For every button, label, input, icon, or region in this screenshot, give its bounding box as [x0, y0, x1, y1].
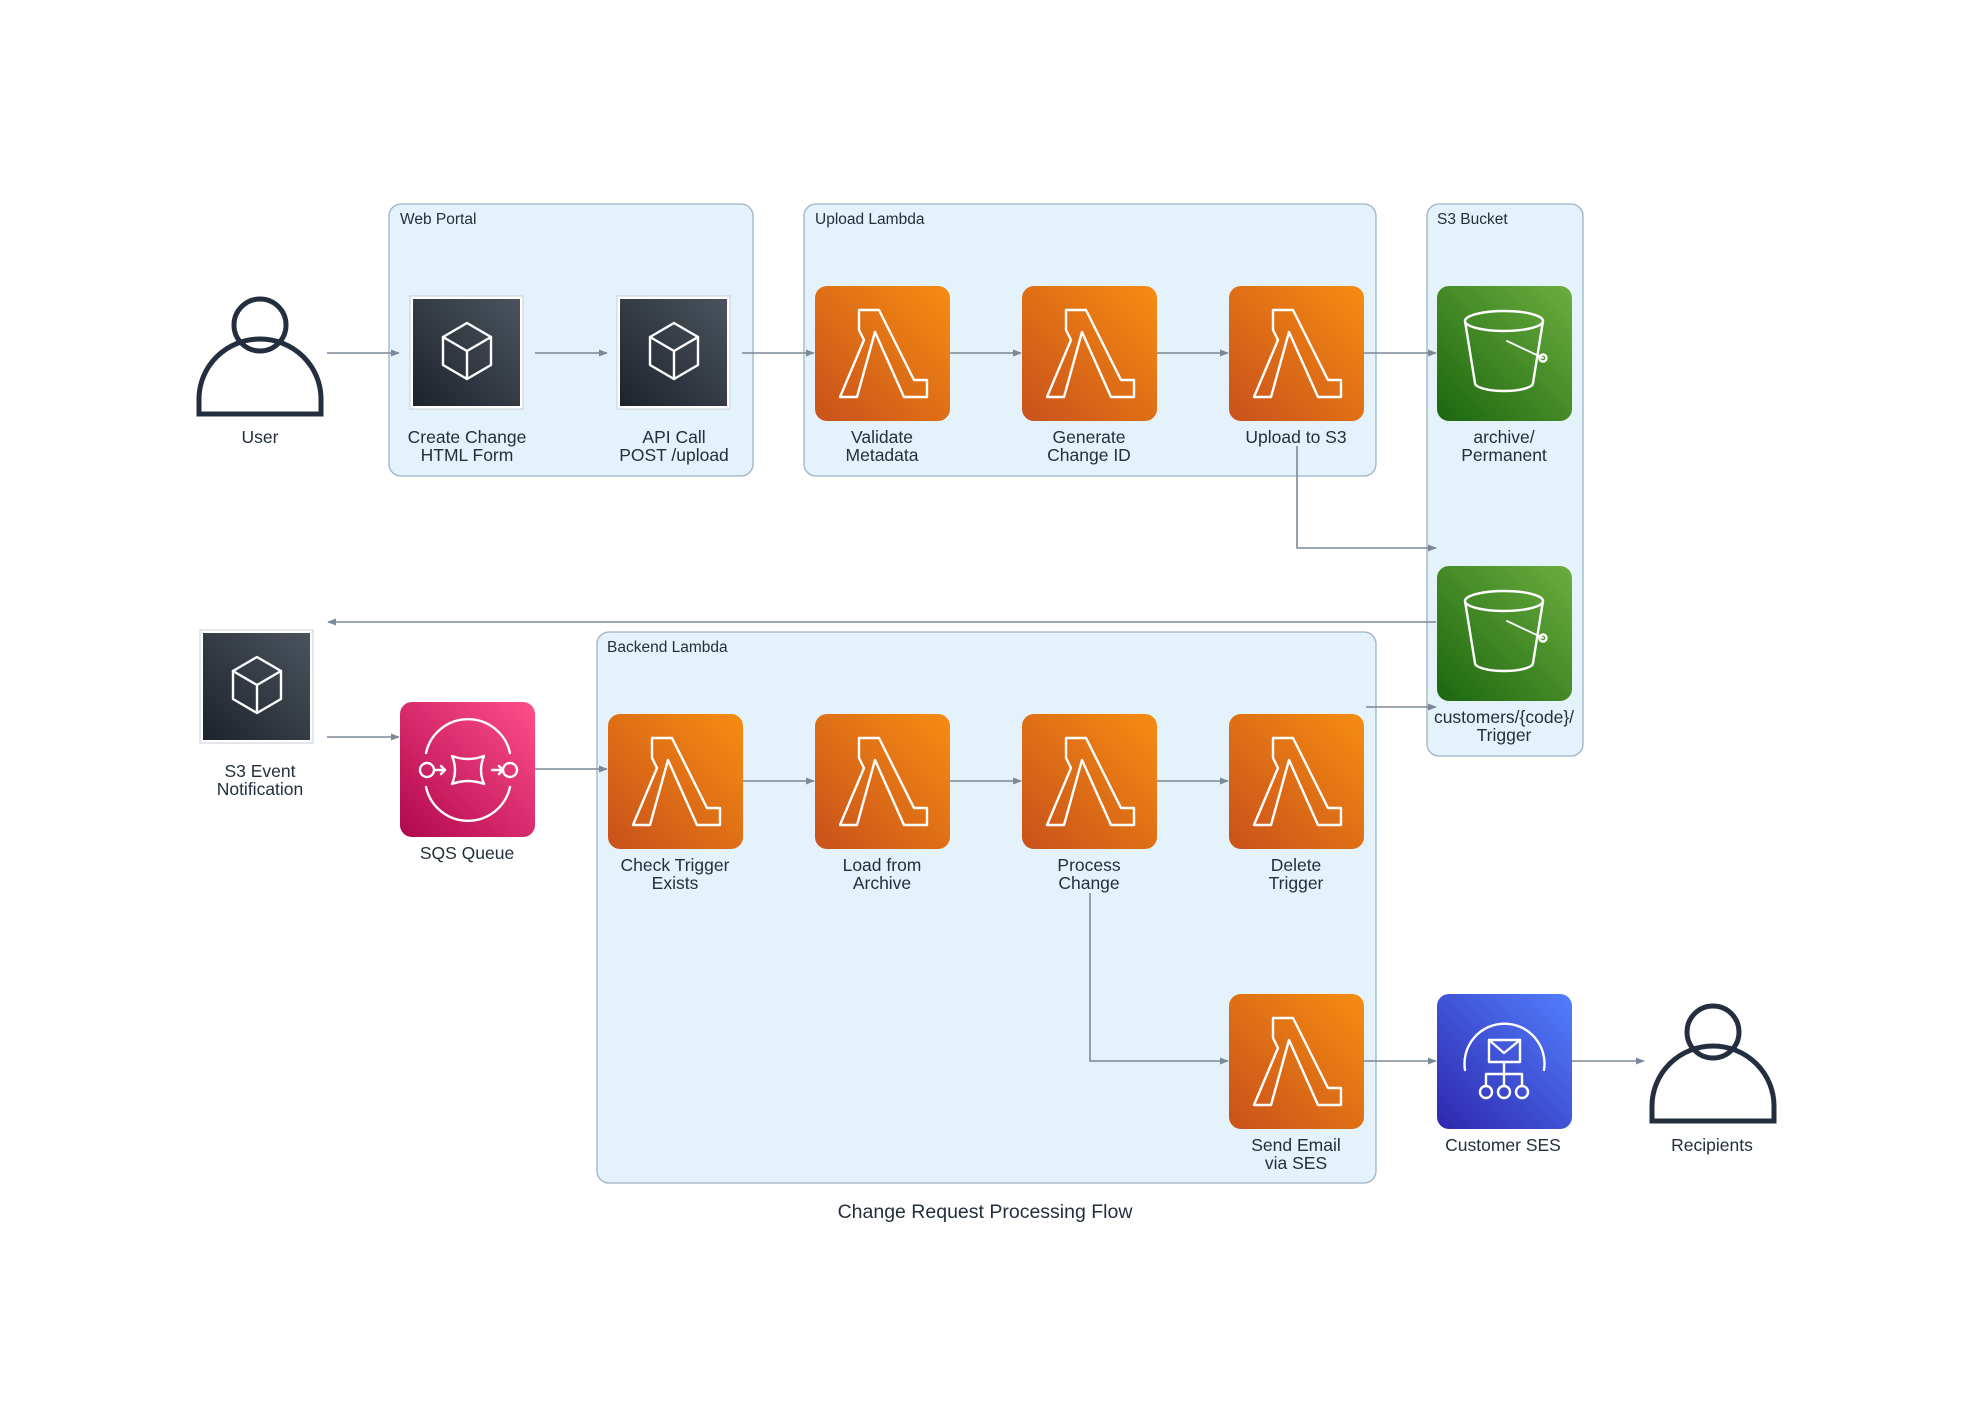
- label-send-email-1: Send Email: [1251, 1135, 1341, 1155]
- label-process-2: Change: [1058, 873, 1119, 893]
- s3-event-node[interactable]: [199, 629, 314, 744]
- sqs-node[interactable]: [400, 702, 535, 837]
- label-check-2: Exists: [652, 873, 699, 893]
- generate-node[interactable]: [1022, 286, 1157, 421]
- label-delete-2: Trigger: [1269, 873, 1324, 893]
- label-s3-event-1: S3 Event: [224, 761, 295, 781]
- user-node[interactable]: [196, 296, 324, 417]
- edge-process-to-send-email: [1089, 893, 1229, 1065]
- diagram-title: Change Request Processing Flow: [838, 1201, 1134, 1223]
- label-recipients: Recipients: [1671, 1135, 1753, 1155]
- delete-node[interactable]: [1229, 714, 1364, 849]
- cluster-label-s3-bucket: S3 Bucket: [1437, 211, 1508, 228]
- bucket-icon: [1463, 589, 1548, 673]
- api-call-node[interactable]: [616, 295, 731, 410]
- user-icon: [1649, 1003, 1777, 1124]
- edge-upload-to-trigger: [1296, 446, 1437, 552]
- label-s3-event-2: Notification: [217, 779, 304, 799]
- lambda-icon: [838, 308, 929, 399]
- label-send-email-2: via SES: [1265, 1153, 1327, 1173]
- node-labels: User Create Change HTML Form API Call PO…: [217, 427, 1753, 1173]
- label-process-1: Process: [1057, 855, 1120, 875]
- label-customer-ses: Customer SES: [1445, 1135, 1561, 1155]
- recipients-node[interactable]: [1649, 1003, 1777, 1124]
- label-generate-1: Generate: [1053, 427, 1126, 447]
- create-form-node[interactable]: [409, 295, 524, 410]
- process-node[interactable]: [1022, 714, 1157, 849]
- cluster-backend-lambda: Backend Lambda: [596, 631, 1377, 1184]
- lambda-icon: [1045, 308, 1136, 399]
- label-user: User: [242, 427, 279, 447]
- lambda-icon: [1045, 736, 1136, 827]
- label-load-1: Load from: [843, 855, 922, 875]
- customer-ses-node[interactable]: [1437, 994, 1572, 1129]
- label-archive-2: Permanent: [1461, 445, 1547, 465]
- label-create-form-1: Create Change: [408, 427, 527, 447]
- load-node[interactable]: [815, 714, 950, 849]
- label-create-form-2: HTML Form: [421, 445, 514, 465]
- bucket-icon: [1463, 309, 1548, 393]
- cube-icon: [441, 321, 493, 381]
- edges: [327, 349, 1645, 1065]
- upload-node[interactable]: [1229, 286, 1364, 421]
- label-check-1: Check Trigger: [621, 855, 730, 875]
- cube-icon: [231, 655, 283, 715]
- cube-icon: [648, 321, 700, 381]
- label-api-call-2: POST /upload: [619, 445, 729, 465]
- send-email-node[interactable]: [1229, 994, 1364, 1129]
- ses-email-icon: [1463, 1022, 1546, 1100]
- label-validate-2: Metadata: [846, 445, 919, 465]
- label-archive-1: archive/: [1473, 427, 1534, 447]
- lambda-icon: [1252, 736, 1343, 827]
- validate-node[interactable]: [815, 286, 950, 421]
- user-icon: [196, 296, 324, 417]
- cluster-label-web-portal: Web Portal: [400, 211, 476, 228]
- label-load-2: Archive: [853, 873, 911, 893]
- lambda-icon: [1252, 1016, 1343, 1107]
- check-node[interactable]: [608, 714, 743, 849]
- lambda-icon: [838, 736, 929, 827]
- label-upload: Upload to S3: [1245, 427, 1346, 447]
- sqs-queue-icon: [418, 718, 519, 822]
- label-trigger-2: Trigger: [1477, 725, 1532, 745]
- label-trigger-1: customers/{code}/: [1434, 707, 1574, 727]
- lambda-icon: [1252, 308, 1343, 399]
- trigger-node[interactable]: [1437, 566, 1572, 701]
- label-api-call-1: API Call: [642, 427, 705, 447]
- label-sqs: SQS Queue: [420, 843, 514, 863]
- lambda-icon: [631, 736, 722, 827]
- cluster-label-backend-lambda: Backend Lambda: [607, 639, 728, 656]
- label-generate-2: Change ID: [1047, 445, 1131, 465]
- label-delete-1: Delete: [1271, 855, 1322, 875]
- label-validate-1: Validate: [851, 427, 913, 447]
- archive-node[interactable]: [1437, 286, 1572, 421]
- cluster-label-upload-lambda: Upload Lambda: [815, 211, 925, 228]
